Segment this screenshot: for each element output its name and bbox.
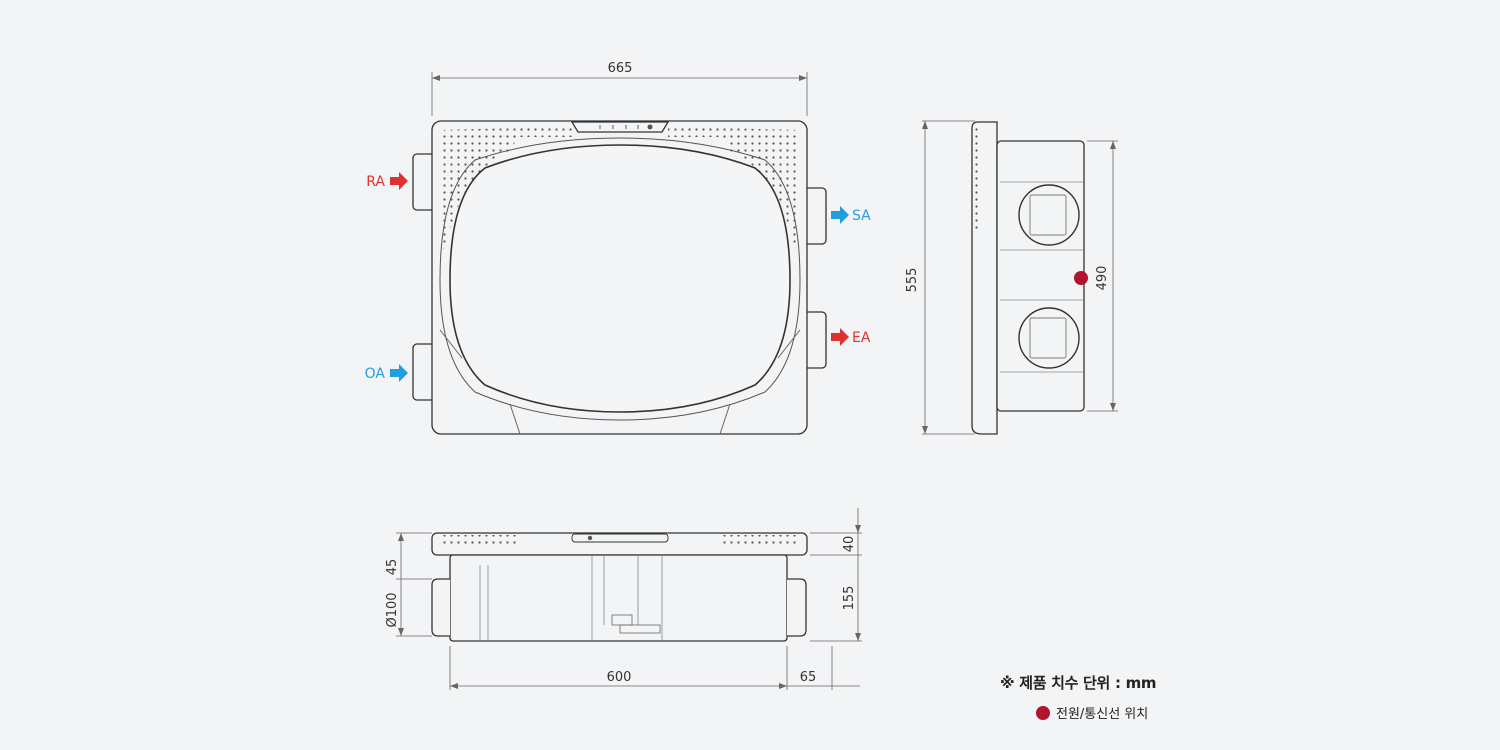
power-location-legend: 전원/통신선 위치 <box>1036 703 1180 722</box>
ra-label: RA <box>366 174 385 190</box>
front-view <box>396 508 862 690</box>
ea-arrow <box>831 328 849 346</box>
dimension-labels: 665 RA OA SA EA 555 490 40 155 45 Ø100 6… <box>365 61 1110 685</box>
width-665-label: 665 <box>608 61 633 76</box>
front-view-body <box>449 554 788 642</box>
legend: ※ 제품 치수 단위 : mm 전원/통신선 위치 <box>1000 672 1180 722</box>
unit-note: ※ 제품 치수 단위 : mm <box>1000 674 1157 692</box>
ea-label: EA <box>852 330 871 346</box>
port-arrows <box>390 172 849 382</box>
height-490-label: 490 <box>1095 266 1110 291</box>
dim-600-label: 600 <box>607 670 632 685</box>
dim-45-label: 45 <box>385 559 400 576</box>
power-location-legend-dot <box>1036 705 1050 720</box>
dim-155-label: 155 <box>842 586 857 611</box>
dim-65-label: 65 <box>800 670 817 685</box>
oa-label: OA <box>365 366 386 382</box>
lower-port-circle <box>1018 307 1080 369</box>
ra-arrow <box>390 172 408 190</box>
oa-arrow <box>390 364 408 382</box>
upper-port-circle <box>1018 184 1080 246</box>
power-location-dot <box>1074 271 1088 285</box>
side-view-body <box>996 140 1085 412</box>
top-view <box>412 72 827 435</box>
dim-diameter-100-label: Ø100 <box>385 592 400 627</box>
height-555-label: 555 <box>905 268 920 293</box>
sa-label: SA <box>852 208 871 224</box>
sa-arrow <box>831 206 849 224</box>
power-location-legend-label: 전원/통신선 위치 <box>1056 707 1149 722</box>
dim-40-label: 40 <box>842 536 857 553</box>
side-view <box>922 120 1118 435</box>
grille-opening <box>449 144 791 413</box>
